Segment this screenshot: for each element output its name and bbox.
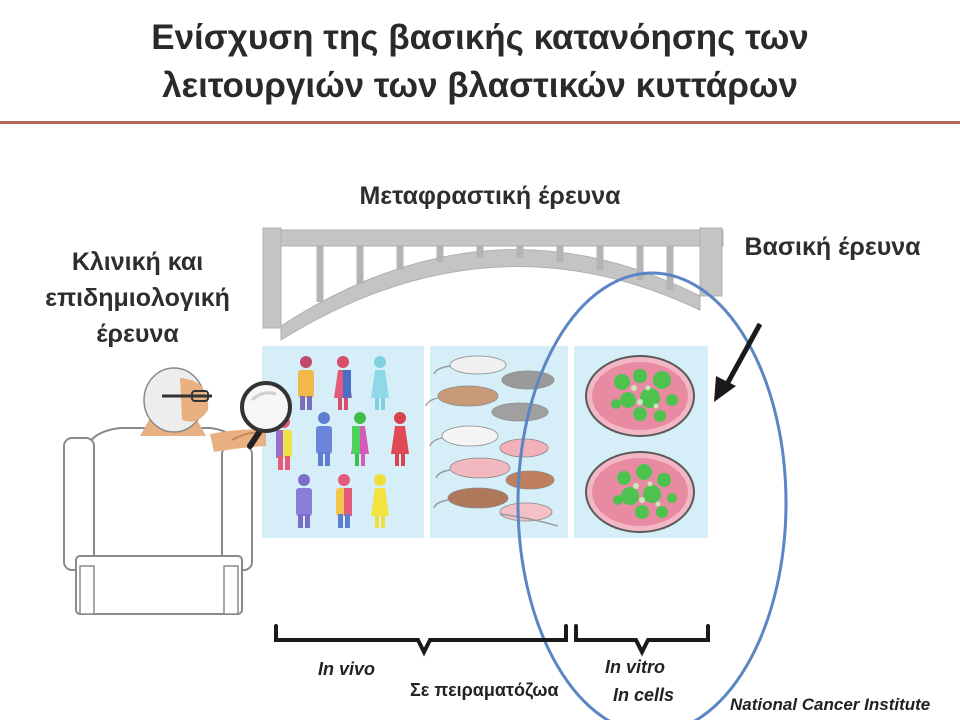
title-divider — [0, 121, 960, 124]
translational-research-label: Μεταφραστική έρευνα — [359, 182, 621, 210]
clinical-label-line-2: επιδημιολογική — [45, 284, 230, 312]
title-line-1: Ενίσχυση της βασικής κατανόησης των — [151, 18, 809, 57]
page-title: Ενίσχυση της βασικής κατανόησης των λειτ… — [0, 14, 960, 110]
pointer-arrow-icon — [714, 322, 763, 402]
in-vivo-label: In vivo — [318, 659, 376, 679]
cell-dish-icon — [585, 355, 695, 533]
clinical-label-line-3: έρευνα — [96, 320, 179, 348]
animals-label: Σε πειραματόζωα — [410, 680, 559, 700]
bridge-icon — [262, 227, 724, 341]
clinical-label-line-1: Κλινική και — [71, 248, 204, 276]
in-vivo-brace — [274, 624, 568, 657]
in-vitro-brace — [574, 624, 710, 657]
title-line-2: λειτουργιών των βλαστικών κυττάρων — [162, 66, 798, 105]
in-vitro-label: In vitro — [605, 657, 666, 677]
clinical-research-label: Κλινική και επιδημιολογική έρευνα — [15, 244, 260, 352]
researcher-icon — [63, 367, 266, 615]
magnifier-icon — [240, 381, 292, 449]
source-credit: National Cancer Institute — [730, 695, 931, 714]
basic-research-label: Βασική έρευνα — [744, 233, 921, 261]
basic-research-ellipse — [516, 271, 788, 720]
in-cells-label: In cells — [613, 685, 675, 705]
